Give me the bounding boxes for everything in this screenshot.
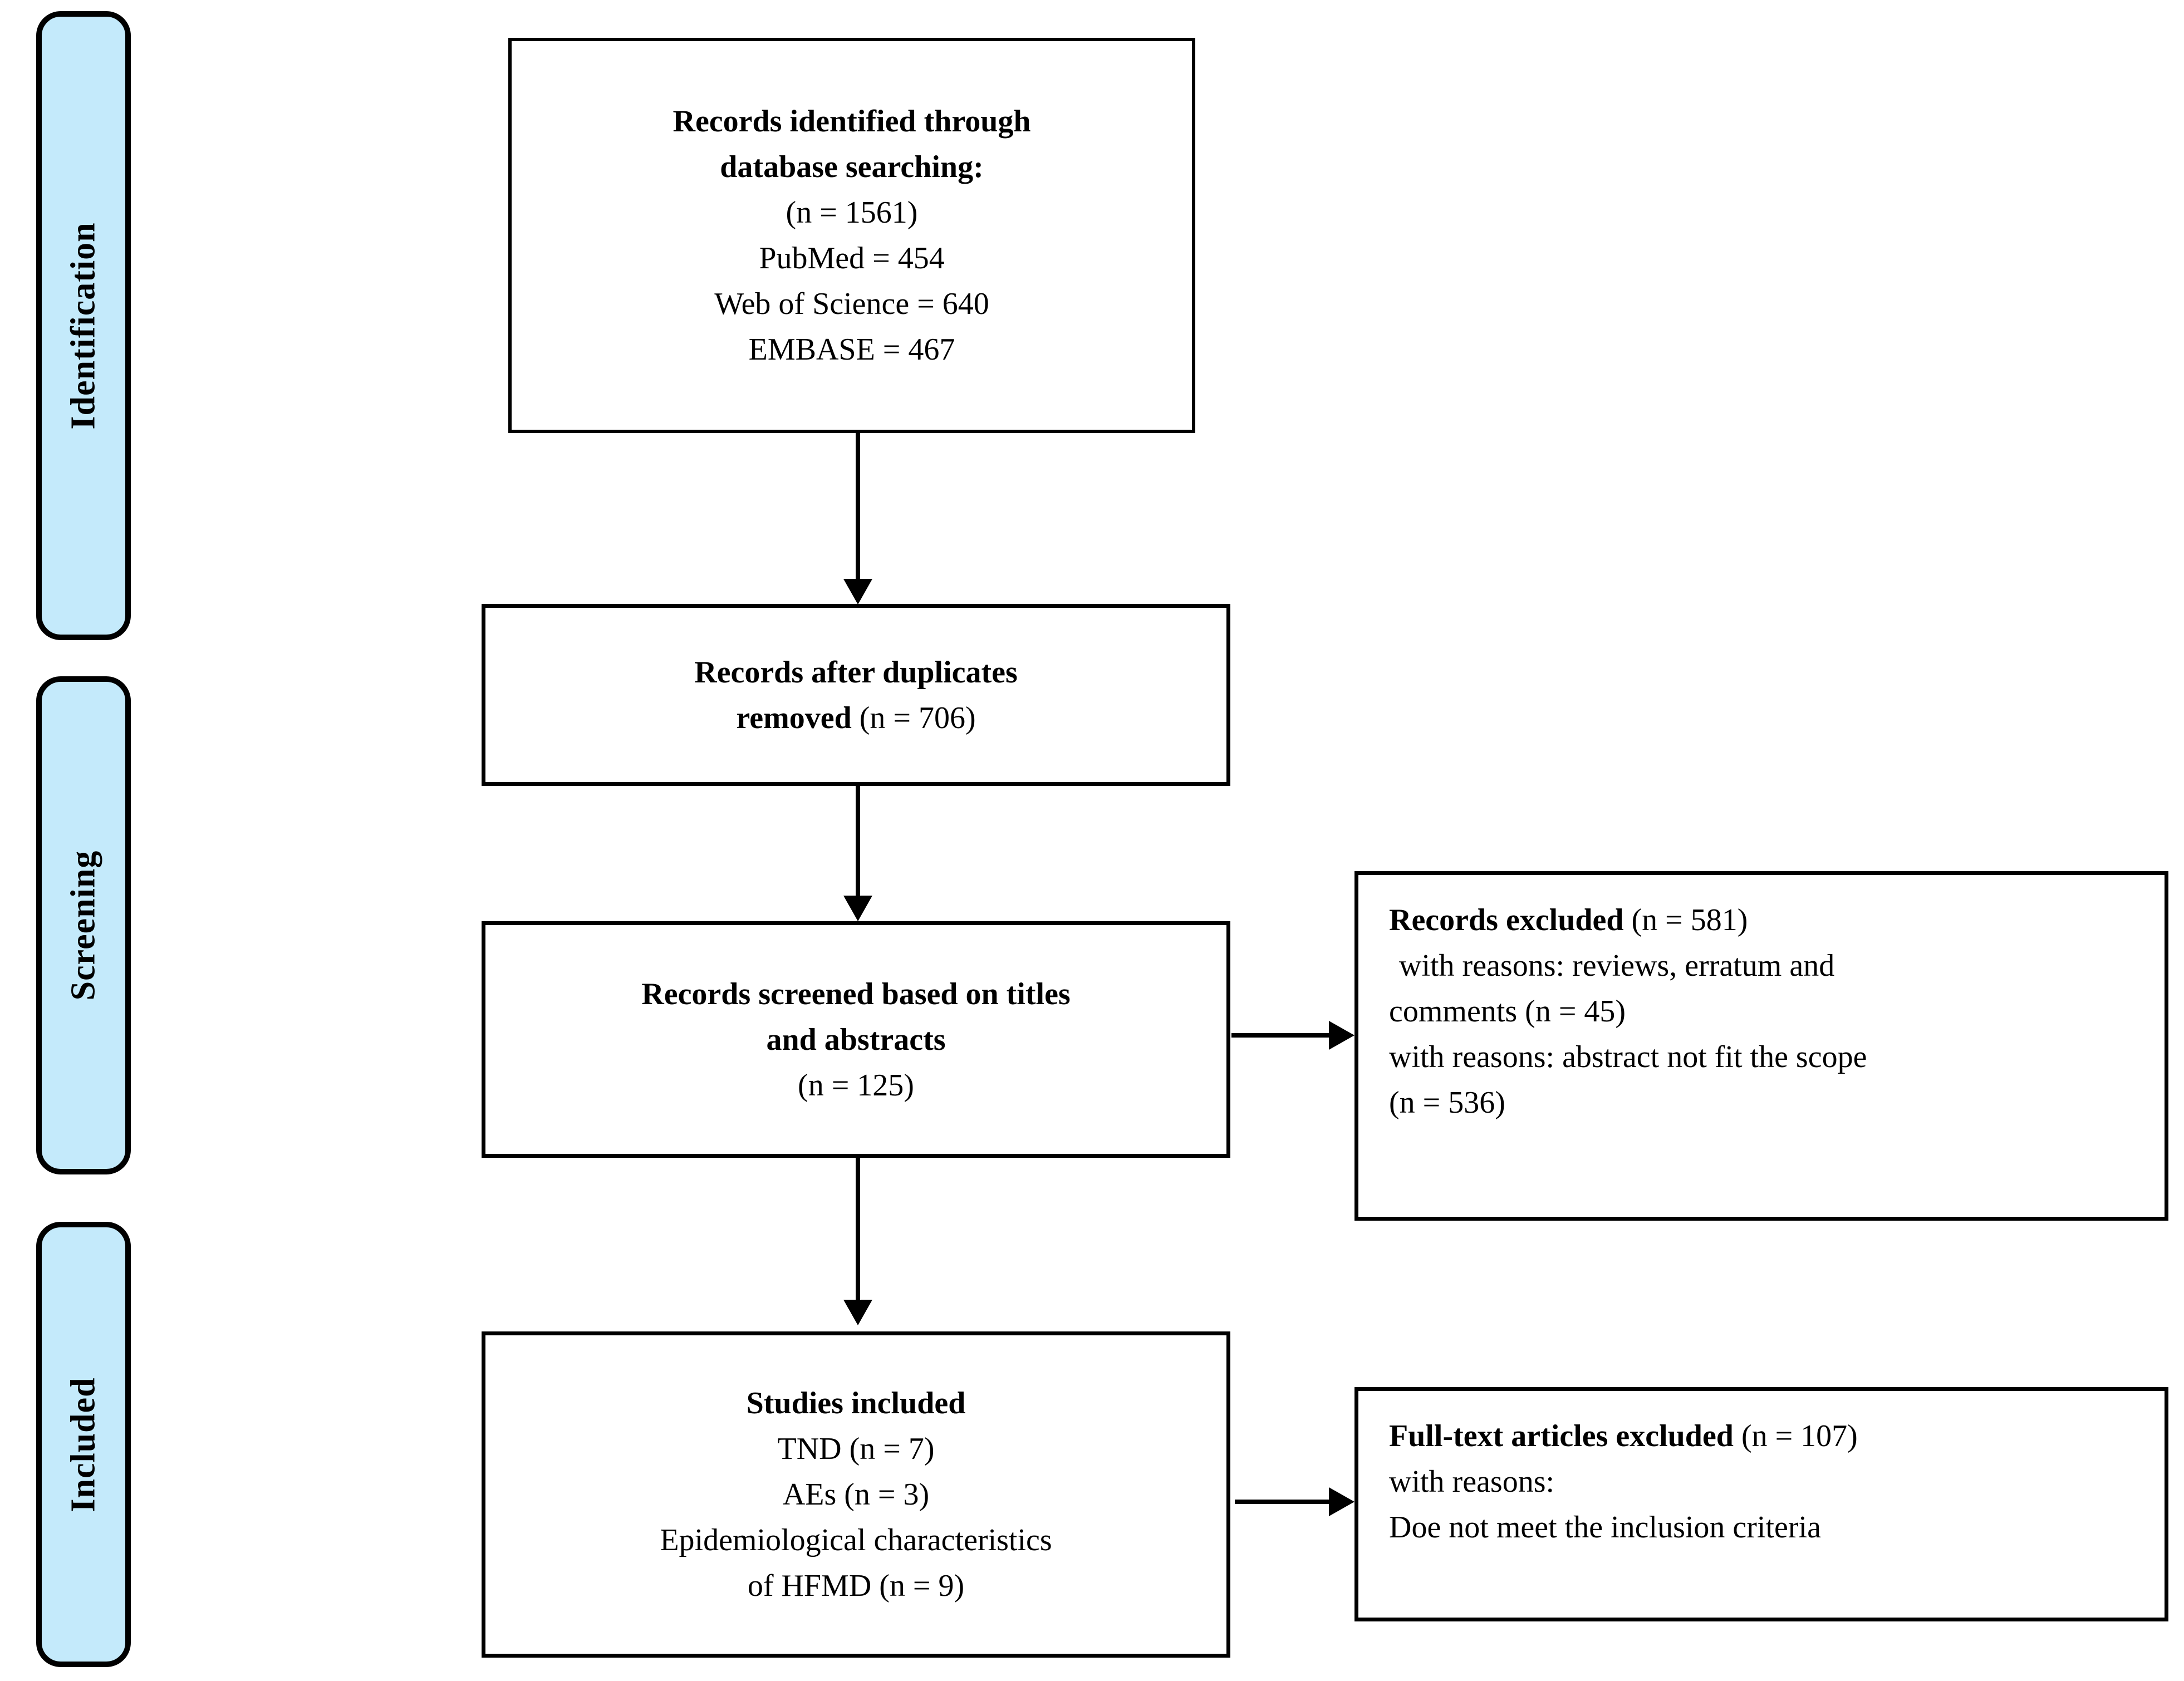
arrow-duplicates-to-screened-head bbox=[843, 896, 872, 921]
duplicates-removed-title-line2: removed (n = 706) bbox=[736, 695, 975, 741]
stage-included: Included bbox=[36, 1222, 131, 1667]
fulltext-excluded-title: Full-text articles excluded bbox=[1389, 1419, 1734, 1453]
box-records-excluded: Records excluded (n = 581) with reasons:… bbox=[1354, 871, 2168, 1221]
studies-included-epi-line1: Epidemiological characteristics bbox=[660, 1523, 1052, 1557]
arrow-screened-to-excluded-stem bbox=[1231, 1033, 1329, 1038]
box-fulltext-excluded: Full-text articles excluded (n = 107) wi… bbox=[1354, 1387, 2168, 1621]
duplicates-removed-count: (n = 706) bbox=[851, 700, 976, 735]
records-identified-pubmed: PubMed = 454 bbox=[759, 241, 945, 276]
records-identified-count: (n = 1561) bbox=[786, 195, 918, 230]
arrow-screened-to-included-stem bbox=[856, 1158, 860, 1300]
box-records-screened: Records screened based on titles and abs… bbox=[482, 921, 1230, 1158]
records-excluded-reason1-line2: comments (n = 45) bbox=[1389, 994, 1626, 1029]
records-excluded-title-line: Records excluded (n = 581) bbox=[1389, 897, 1748, 943]
fulltext-excluded-reasons-label: with reasons: bbox=[1389, 1464, 1555, 1499]
records-identified-title-line2: database searching: bbox=[720, 150, 984, 184]
records-identified-embase: EMBASE = 467 bbox=[748, 332, 955, 367]
arrow-screened-to-excluded-head bbox=[1329, 1021, 1354, 1050]
stage-screening-label: Screening bbox=[64, 850, 102, 1001]
stage-included-label: Included bbox=[64, 1377, 102, 1512]
studies-included-aes: AEs (n = 3) bbox=[782, 1477, 930, 1512]
fulltext-excluded-title-line: Full-text articles excluded (n = 107) bbox=[1389, 1413, 1858, 1459]
studies-included-tnd: TND (n = 7) bbox=[777, 1432, 935, 1466]
records-screened-title-line1: Records screened based on titles bbox=[641, 976, 1071, 1011]
records-excluded-reason2-line2: (n = 536) bbox=[1389, 1085, 1505, 1120]
fulltext-excluded-count: (n = 107) bbox=[1733, 1419, 1858, 1453]
arrow-identified-to-duplicates-head bbox=[843, 579, 872, 604]
studies-included-title: Studies included bbox=[746, 1386, 966, 1421]
duplicates-removed-bold: removed bbox=[736, 700, 852, 735]
records-excluded-count: (n = 581) bbox=[1623, 903, 1748, 937]
stage-identification-label: Identification bbox=[64, 222, 102, 430]
records-identified-title-line1: Records identified through bbox=[673, 104, 1031, 139]
box-duplicates-removed: Records after duplicates removed (n = 70… bbox=[482, 604, 1230, 786]
records-excluded-reason2-line1: with reasons: abstract not fit the scope bbox=[1389, 1040, 1867, 1074]
fulltext-excluded-reason: Doe not meet the inclusion criteria bbox=[1389, 1510, 1821, 1545]
stage-identification: Identification bbox=[36, 11, 131, 640]
records-excluded-title: Records excluded bbox=[1389, 903, 1624, 937]
records-screened-count: (n = 125) bbox=[798, 1068, 914, 1103]
arrow-included-to-fulltext-stem bbox=[1235, 1500, 1329, 1504]
arrow-included-to-fulltext-head bbox=[1329, 1487, 1354, 1516]
arrow-screened-to-included-head bbox=[843, 1300, 872, 1325]
arrow-duplicates-to-screened-stem bbox=[856, 786, 860, 896]
studies-included-epi-line2: of HFMD (n = 9) bbox=[747, 1569, 965, 1603]
duplicates-removed-title-line1: Records after duplicates bbox=[694, 655, 1018, 690]
records-identified-web-of-science: Web of Science = 640 bbox=[714, 287, 989, 321]
box-studies-included: Studies included TND (n = 7) AEs (n = 3)… bbox=[482, 1331, 1230, 1658]
stage-screening: Screening bbox=[36, 676, 131, 1174]
records-screened-title-line2: and abstracts bbox=[766, 1022, 946, 1057]
arrow-identified-to-duplicates-stem bbox=[856, 433, 860, 579]
records-excluded-reason1-line1: with reasons: reviews, erratum and bbox=[1399, 948, 1835, 983]
box-records-identified: Records identified through database sear… bbox=[508, 38, 1195, 433]
